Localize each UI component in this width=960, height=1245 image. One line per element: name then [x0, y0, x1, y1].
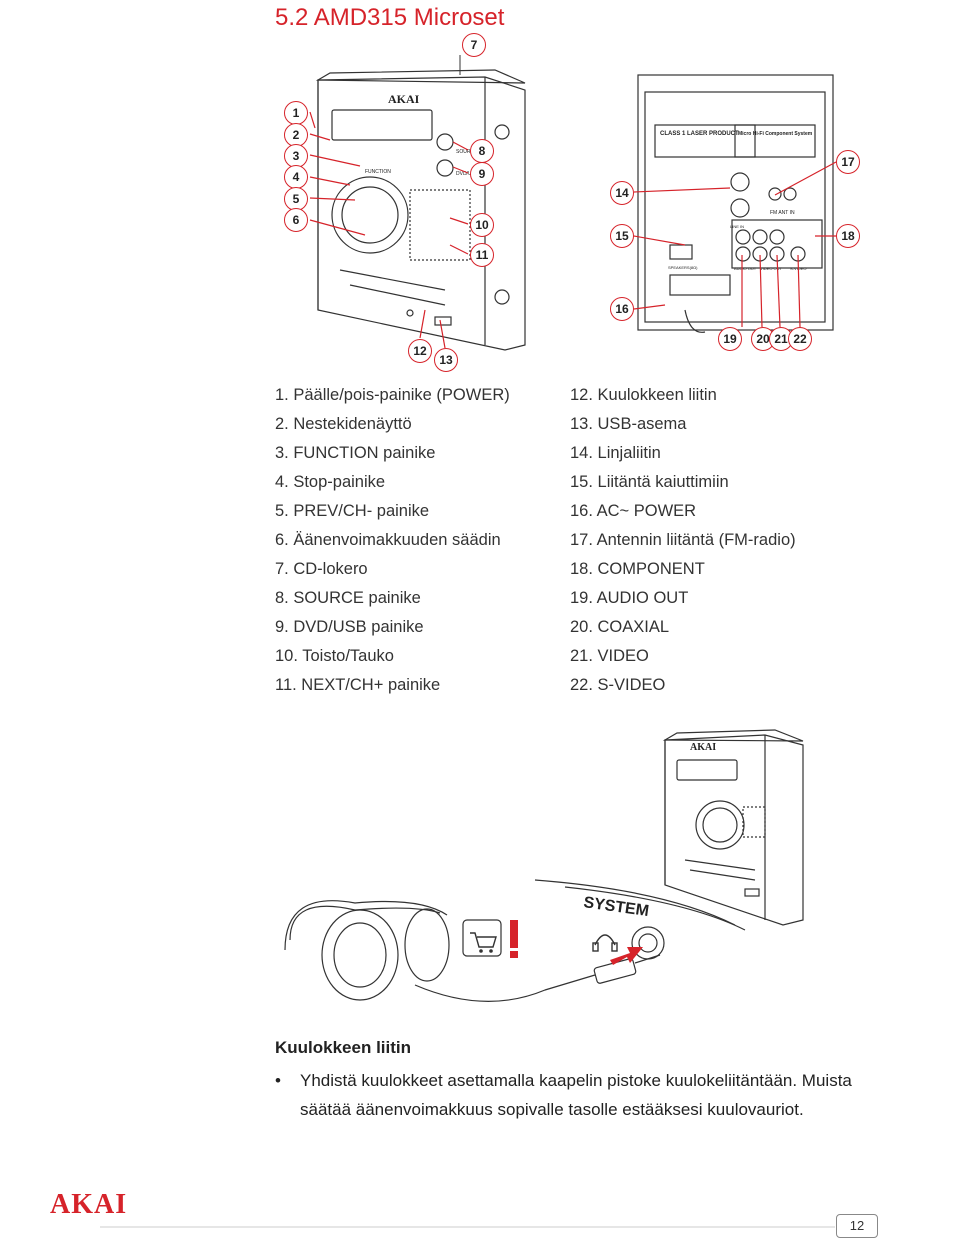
fm-antenna-label: FM ANT IN — [770, 210, 795, 216]
section-heading: Kuulokkeen liitin — [275, 1038, 412, 1057]
callout-12: 12 — [408, 339, 432, 363]
callout-14: 14 — [610, 181, 634, 205]
callout-10: 10 — [470, 213, 494, 237]
callout-8: 8 — [470, 139, 494, 163]
legend-item: 3. FUNCTION painike — [275, 444, 436, 462]
callout-13: 13 — [434, 348, 458, 372]
legend-item: 18. COMPONENT — [570, 560, 705, 578]
callout-6: 6 — [284, 208, 308, 232]
akai-logo: AKAI — [50, 1189, 127, 1220]
warning-exclamation-icon — [510, 920, 518, 958]
footer-rule — [100, 1226, 835, 1228]
callout-17: 17 — [836, 150, 860, 174]
legend-item: 21. VIDEO — [570, 647, 649, 665]
audio-out-label: AUDIO OUT — [734, 266, 757, 271]
brand-mark-small: AKAI — [690, 742, 716, 753]
legend-item: 13. USB-asema — [570, 415, 687, 433]
page-number: 12 — [836, 1214, 878, 1238]
legend-item: 1. Päälle/pois-painike (POWER) — [275, 386, 510, 404]
callout-4: 4 — [284, 165, 308, 189]
rear-unit-illustration: CLASS 1 LASER PRODUCT Micro Hi-Fi Compon… — [637, 74, 834, 333]
legend-item: 17. Antennin liitäntä (FM-radio) — [570, 531, 796, 549]
legend-item: 6. Äänenvoimakkuuden säädin — [275, 531, 501, 549]
legend-item: 15. Liitäntä kaiuttimiin — [570, 473, 729, 491]
function-label: FUNCTION — [365, 169, 391, 175]
line-in-label: LINE IN — [730, 224, 744, 229]
callout-15: 15 — [610, 224, 634, 248]
arrow-icon — [610, 947, 643, 965]
laser-label: CLASS 1 LASER PRODUCT — [660, 131, 739, 137]
legend-item: 8. SOURCE painike — [275, 589, 421, 607]
legend-item: 11. NEXT/CH+ painike — [275, 676, 441, 694]
legend-item: 14. Linjaliitin — [570, 444, 661, 462]
callout-11: 11 — [470, 243, 494, 267]
callout-3: 3 — [284, 144, 308, 168]
legend-item: 22. S-VIDEO — [570, 676, 666, 694]
shopping-cart-icon — [470, 932, 497, 953]
callout-18: 18 — [836, 224, 860, 248]
front-callout-leaders — [309, 111, 469, 349]
dvd-usb-label: DVD/USB — [456, 171, 479, 177]
headphones-icon — [592, 934, 618, 952]
callout-16: 16 — [610, 297, 634, 321]
callout-20: 20 — [751, 327, 775, 351]
speakers-label: SPEAKERS(8Ω) — [668, 265, 698, 270]
callout-19: 19 — [718, 327, 742, 351]
callout-2: 2 — [284, 123, 308, 147]
legend-item: 7. CD-lokero — [275, 560, 368, 578]
legend-item: 20. COAXIAL — [570, 618, 670, 636]
headphone-connection-illustration: AKAI SYSTEM — [284, 729, 804, 1002]
front-unit-illustration: AKAI SOURCE DVD/USB FUNCTION — [315, 55, 526, 351]
svg-text:AKAI: AKAI — [50, 1189, 127, 1220]
legend-item: 19. AUDIO OUT — [570, 589, 689, 607]
instruction-text: Yhdistä kuulokkeet asettamalla kaapelin … — [300, 1071, 852, 1119]
rear-callout-leaders — [633, 161, 837, 328]
legend-item: 2. Nestekidenäyttö — [275, 415, 412, 433]
legend-right: 12. Kuulokkeen liitin 13. USB-asema 14. … — [570, 381, 796, 700]
component-system-label: Micro Hi-Fi Component System — [738, 131, 813, 137]
legend-item: 10. Toisto/Tauko — [275, 647, 394, 665]
legend-item: 12. Kuulokkeen liitin — [570, 386, 717, 404]
legend-item: 9. DVD/USB painike — [275, 618, 424, 636]
legend-left: 1. Päälle/pois-painike (POWER) 2. Nestek… — [275, 381, 510, 700]
callout-7: 7 — [462, 33, 486, 57]
page-title: 5.2 AMD315 Microset — [275, 4, 505, 31]
legend-item: 4. Stop-painike — [275, 473, 386, 491]
bullet-marker: • — [275, 1071, 281, 1090]
legend-item: 5. PREV/CH- painike — [275, 502, 430, 520]
brand-mark: AKAI — [388, 92, 420, 106]
legend-item: 16. AC~ POWER — [570, 502, 697, 520]
callout-22: 22 — [788, 327, 812, 351]
callout-9: 9 — [470, 162, 494, 186]
source-label: SOURCE — [456, 149, 478, 155]
video-out-label: VIDEO OUT — [760, 266, 783, 271]
